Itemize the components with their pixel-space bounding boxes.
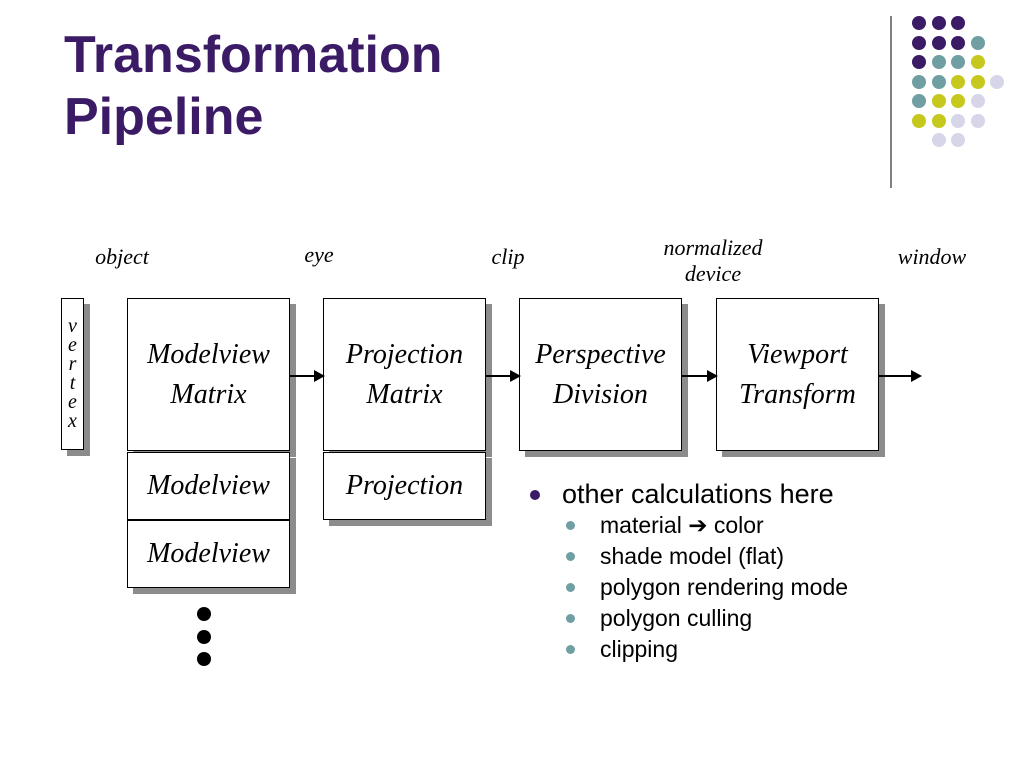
arrow-projection-to-perspective [486, 370, 521, 382]
vertex-letter: v [68, 315, 77, 337]
decorative-dot [931, 16, 946, 30]
ellipsis-dot [197, 607, 211, 621]
vertex-box: v e r t e x [61, 298, 84, 450]
decorative-dot [931, 55, 946, 69]
bullet-sub: polygon culling [526, 603, 848, 634]
modelview-matrix-box: Modelview Matrix [127, 298, 290, 451]
bullet-sub: shade model (flat) [526, 541, 848, 572]
bullet-sub: clipping [526, 634, 848, 665]
decorative-dot [931, 35, 946, 50]
decorative-dot [951, 113, 965, 128]
decorative-dot [912, 94, 926, 108]
stack-label: Modelview [147, 470, 270, 501]
arrow-viewport-to-window [879, 370, 922, 382]
stage-label: Matrix [170, 378, 247, 410]
vertex-letter: e [68, 391, 77, 413]
projection-stack-box: Projection [323, 452, 486, 520]
viewport-transform-box: Viewport Transform [716, 298, 879, 451]
ellipsis-dot [197, 630, 211, 644]
decorative-dot [931, 74, 946, 89]
decorative-dot [970, 94, 985, 108]
decorative-dot [912, 113, 926, 128]
decorative-dot [931, 94, 946, 108]
bullet-main: other calculations here [526, 478, 848, 510]
label-eye: eye [304, 242, 334, 267]
decorative-dot [970, 74, 985, 89]
decorative-dot [970, 55, 985, 69]
stage-label: Projection [345, 338, 464, 370]
vertex-letter: e [68, 334, 77, 356]
stage-label: Division [553, 378, 648, 410]
decorative-dot [931, 113, 946, 128]
stack-label: Projection [345, 470, 464, 501]
arrow-modelview-to-projection [290, 370, 325, 382]
projection-matrix-box: Projection Matrix [323, 298, 486, 451]
bullet-list: other calculations here material ➔ color… [526, 478, 848, 665]
decorative-dot [951, 35, 965, 50]
decorative-dot [951, 133, 965, 147]
bullet-sub: polygon rendering mode [526, 572, 848, 603]
decorative-dot [951, 55, 965, 69]
label-normalized-device: normalized device [663, 235, 763, 286]
decorative-dot [951, 94, 965, 108]
decorative-dot [912, 55, 926, 69]
decorative-dot [951, 74, 965, 89]
decorative-dot [990, 74, 1004, 89]
slide-title: Transformation Pipeline [64, 24, 443, 148]
perspective-division-box: Perspective Division [519, 298, 682, 451]
decorative-dot [931, 133, 946, 147]
stage-label: Perspective [535, 338, 666, 370]
title-divider-line [890, 16, 892, 188]
label-clip: clip [491, 244, 525, 269]
vertex-letter: t [69, 372, 76, 394]
title-line-1: Transformation [64, 26, 443, 84]
stage-label: Transform [739, 378, 856, 410]
decorative-dot [970, 35, 985, 50]
decorative-dot [970, 113, 985, 128]
stage-label: Matrix [366, 378, 443, 410]
label-object: object [95, 244, 149, 269]
decorative-dot [912, 16, 926, 30]
decorative-dot [912, 35, 926, 50]
bullet-sub: material ➔ color [526, 510, 848, 541]
modelview-stack-box: Modelview [127, 520, 290, 588]
vertex-letter: x [68, 410, 77, 432]
stack-label: Modelview [147, 538, 270, 569]
decorative-dot [912, 74, 926, 89]
arrow-perspective-to-viewport [682, 370, 718, 382]
vertex-letter: r [68, 353, 77, 375]
decorative-dot [951, 16, 965, 30]
stage-label: Viewport [747, 338, 848, 370]
modelview-stack-box: Modelview [127, 452, 290, 520]
title-line-2: Pipeline [64, 88, 264, 146]
stage-label: Modelview [147, 338, 270, 370]
ellipsis-dot [197, 652, 211, 666]
label-window: window [897, 244, 967, 269]
